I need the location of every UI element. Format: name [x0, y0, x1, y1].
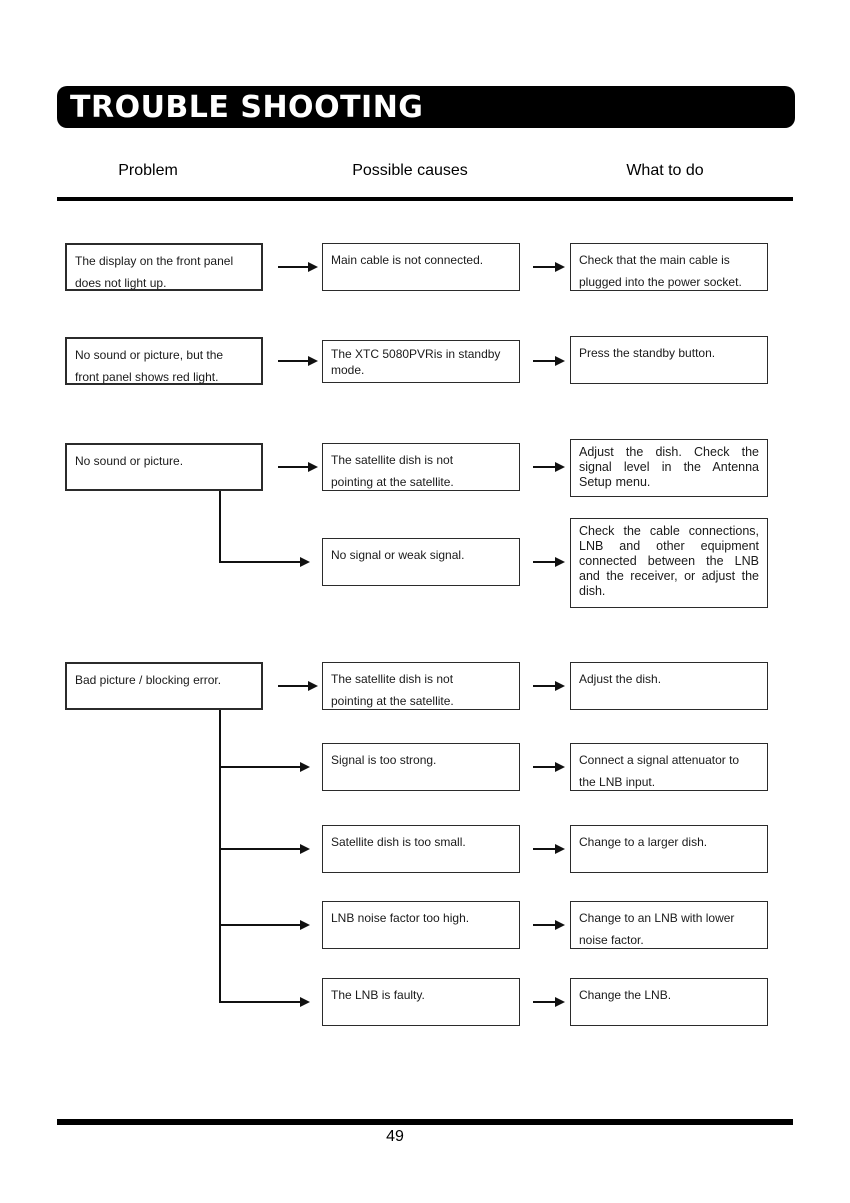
- action-box-7: Change to a larger dish.: [570, 825, 768, 873]
- action-box-5: Adjust the dish.: [570, 662, 768, 710]
- branch-arrow-row4: [220, 557, 310, 567]
- column-header-possible-causes: Possible causes: [352, 162, 468, 179]
- action-box-1: Check that the main cable is plugged int…: [570, 243, 768, 291]
- arrow-cause-to-action-row5: [533, 681, 565, 691]
- arrow-problem-to-cause-row1: [278, 262, 318, 272]
- problem-box-4: Bad picture / blocking error.: [65, 662, 263, 710]
- header-divider: [57, 197, 793, 201]
- problem-box-2: No sound or picture, but the front panel…: [65, 337, 263, 385]
- cause-box-4: No signal or weak signal.: [322, 538, 520, 586]
- problem-box-1: The display on the front panel does not …: [65, 243, 263, 291]
- cause-box-5: The satellite dish is not pointing at th…: [322, 662, 520, 710]
- arrow-cause-to-action-row9: [533, 997, 565, 1007]
- cause-box-8: LNB noise factor too high.: [322, 901, 520, 949]
- arrow-cause-to-action-row4: [533, 557, 565, 567]
- arrow-cause-to-action-row8: [533, 920, 565, 930]
- branch-arrow-row8: [220, 920, 310, 930]
- column-header-what-to-do: What to do: [626, 162, 704, 179]
- action-box-8: Change to an LNB with lower noise factor…: [570, 901, 768, 949]
- page-number: 49: [386, 1128, 404, 1145]
- arrow-problem-to-cause-row5: [278, 681, 318, 691]
- page-title: TROUBLE SHOOTING: [70, 89, 424, 125]
- arrow-cause-to-action-row6: [533, 762, 565, 772]
- cause-box-1: Main cable is not connected.: [322, 243, 520, 291]
- connector-line-bad-picture-group: [219, 710, 221, 1003]
- arrow-cause-to-action-row3: [533, 462, 565, 472]
- cause-box-3: The satellite dish is not pointing at th…: [322, 443, 520, 491]
- problem-box-3: No sound or picture.: [65, 443, 263, 491]
- action-box-4: Check the cable connections, LNB and oth…: [570, 518, 768, 608]
- cause-box-7: Satellite dish is too small.: [322, 825, 520, 873]
- arrow-cause-to-action-row7: [533, 844, 565, 854]
- action-box-9: Change the LNB.: [570, 978, 768, 1026]
- action-box-2: Press the standby button.: [570, 336, 768, 384]
- column-header-problem: Problem: [118, 162, 178, 179]
- title-bar: TROUBLE SHOOTING: [57, 86, 795, 128]
- connector-line-no-sound-group: [219, 491, 221, 563]
- arrow-problem-to-cause-row3: [278, 462, 318, 472]
- branch-arrow-row9: [220, 997, 310, 1007]
- arrow-cause-to-action-row1: [533, 262, 565, 272]
- arrow-cause-to-action-row2: [533, 356, 565, 366]
- branch-arrow-row6: [220, 762, 310, 772]
- arrow-problem-to-cause-row2: [278, 356, 318, 366]
- footer-divider: [57, 1119, 793, 1125]
- cause-box-9: The LNB is faulty.: [322, 978, 520, 1026]
- cause-box-2: The XTC 5080PVRis in standby mode.: [322, 340, 520, 383]
- cause-box-6: Signal is too strong.: [322, 743, 520, 791]
- branch-arrow-row7: [220, 844, 310, 854]
- action-box-3: Adjust the dish. Check the signal level …: [570, 439, 768, 497]
- action-box-6: Connect a signal attenuator to the LNB i…: [570, 743, 768, 791]
